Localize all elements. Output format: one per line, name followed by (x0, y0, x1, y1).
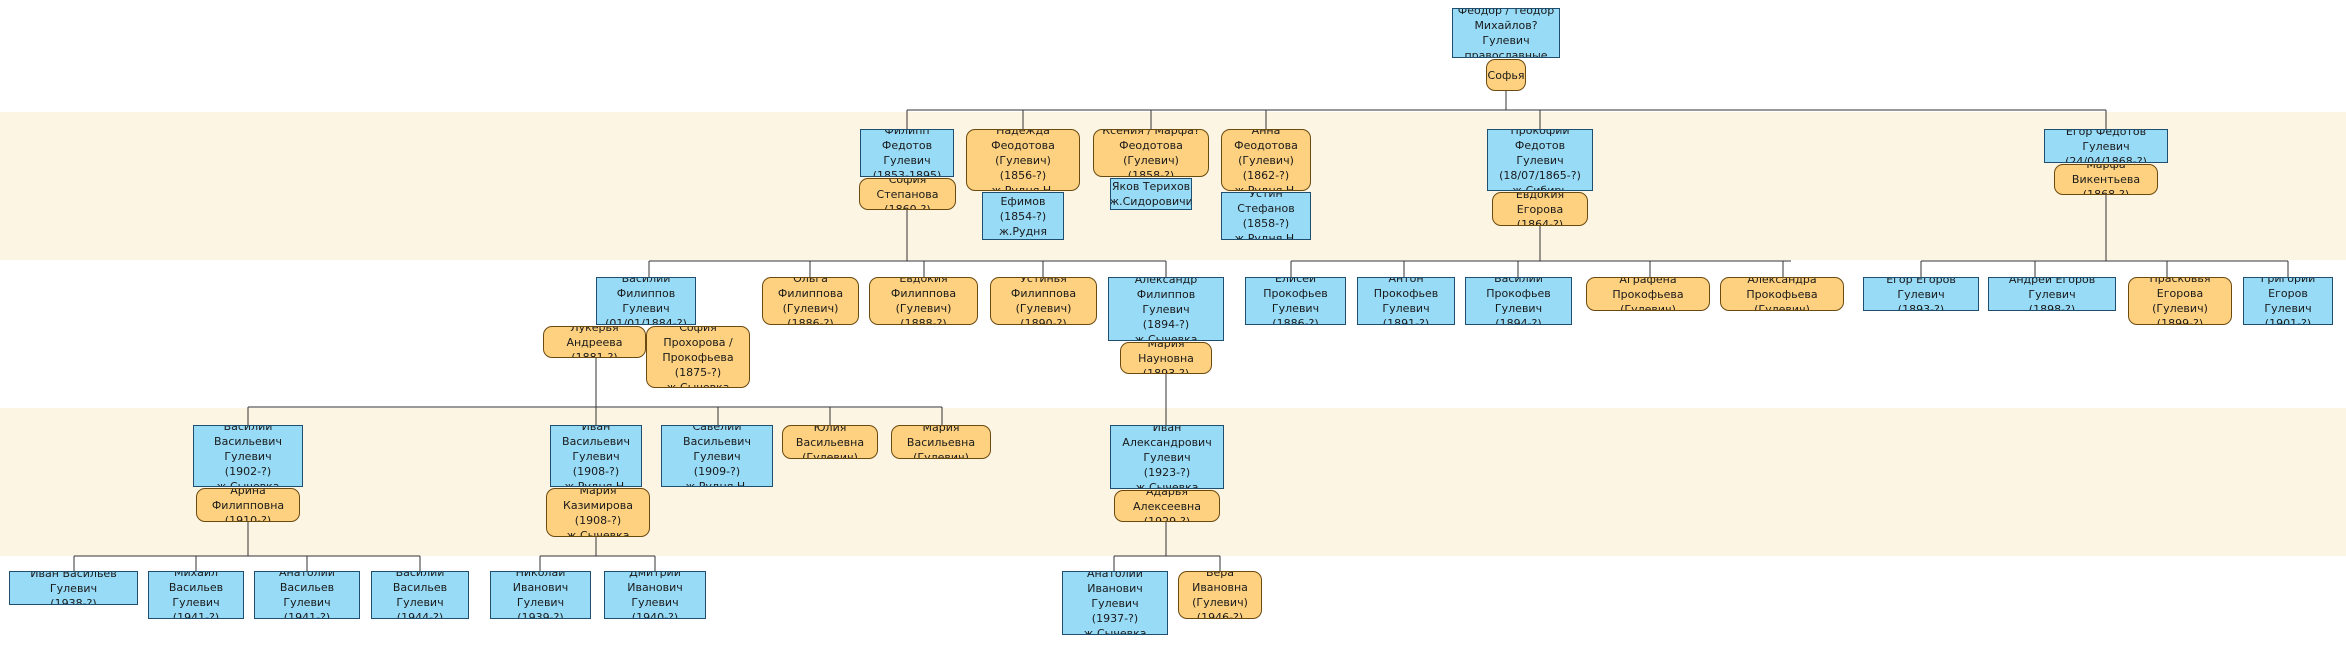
person-node-male[interactable]: Иван Васильев Гулевич (1938-?) (9, 571, 138, 605)
person-node-male[interactable]: Елисей Прокофьев Гулевич (1886-?) (1245, 277, 1346, 325)
spouse-node-male[interactable]: Яков Терихов ж.Сидоровичи (1110, 178, 1192, 210)
person-node-male[interactable]: Дмитрий Иванович Гулевич (1940-?) (604, 571, 706, 619)
person-node-male[interactable]: Николай Иванович Гулевич (1939-?) (490, 571, 591, 619)
person-node-female[interactable]: Юлия Васильевна (Гулевич) (782, 425, 878, 459)
person-node-male[interactable]: Савелий Васильевич Гулевич (1909-?) ж.Ру… (661, 425, 773, 487)
person-node-female[interactable]: Евдокия Филиппова (Гулевич) (1888-?) (869, 277, 978, 325)
person-node-male[interactable]: Филипп Федотов Гулевич (1853-1895) (860, 129, 954, 177)
person-node-female[interactable]: Мария Васильевна (Гулевич) (891, 425, 991, 459)
spouse-node-male[interactable]: Устин Стефанов (1858-?) ж.Рудня Н. (1221, 192, 1311, 240)
person-node-male[interactable]: Михаил Васильев Гулевич (1941-?) (148, 571, 244, 619)
spouse-node-male[interactable]: Иосиф Ефимов (1854-?) ж.Рудня Барт. (982, 192, 1064, 240)
spouse-node-female[interactable]: Мария Науновна (1893-?) (1120, 342, 1212, 374)
person-node-female[interactable]: Прасковья Егорова (Гулевич) (1899-?) (2128, 277, 2232, 325)
person-node-male[interactable]: Григорий Егоров Гулевич (1901-?) (2243, 277, 2333, 325)
person-node-female[interactable]: Анна Феодотова (Гулевич) (1862-?) ж.Рудн… (1221, 129, 1311, 191)
spouse-node-female[interactable]: София Прохорова / Прокофьева (1875-?) ж.… (646, 326, 750, 388)
person-node-female[interactable]: Ольга Филиппова (Гулевич) (1886-?) (762, 277, 859, 325)
person-node-female[interactable]: Надежда Феодотова (Гулевич) (1856-?) ж.Р… (966, 129, 1080, 191)
spouse-node-female[interactable]: Арина Филипповна (1910-?) (196, 488, 300, 522)
spouse-node-female[interactable]: София Степанова (1860-?) (859, 178, 956, 210)
spouse-node-female[interactable]: Марфа Викентьева (1868-?) (2054, 164, 2158, 195)
spouse-node-female[interactable]: Мария Казимирова (1908-?) ж.Сычевка (546, 488, 650, 537)
person-node-male[interactable]: Александр Филиппов Гулевич (1894-?) ж.Сы… (1108, 277, 1224, 341)
person-node-male[interactable]: Василий Васильев Гулевич (1944-?) (371, 571, 469, 619)
person-node-male[interactable]: Прокофий Федотов Гулевич (18/07/1865-?) … (1487, 129, 1593, 191)
person-node-male[interactable]: Егор Федотов Гулевич (24/04/1868-?) (2044, 129, 2168, 163)
person-node-female[interactable]: Вера Ивановна (Гулевич) (1946-?) (1178, 571, 1262, 619)
spouse-node-female[interactable]: Лукерья Андреева (1881-?) (543, 326, 646, 358)
person-node-female[interactable]: Аграфена Прокофьева (Гулевич) (1586, 277, 1710, 311)
person-node-male[interactable]: Анатолий Иванович Гулевич (1937-?) ж.Сыч… (1062, 571, 1168, 635)
person-node-male[interactable]: Василий Прокофьев Гулевич (1894-?) (1465, 277, 1572, 325)
spouse-node-female[interactable]: Адарья Алексеевна (1929-?) (1114, 490, 1220, 522)
person-node-female[interactable]: Устинья Филиппова (Гулевич) (1890-?) (990, 277, 1097, 325)
person-node-male[interactable]: Василий Васильевич Гулевич (1902-?) ж.Сы… (193, 425, 303, 487)
person-node-male[interactable]: Егор Егоров Гулевич (1893-?) (1863, 277, 1979, 311)
person-node-male[interactable]: Иван Васильевич Гулевич (1908-?) ж.Рудня… (550, 425, 642, 487)
person-node-male[interactable]: Василий Филиппов Гулевич (01/01/1884-?) (596, 277, 696, 325)
person-node-male[interactable]: Анатолий Васильев Гулевич (1941-?) (254, 571, 360, 619)
person-node-male[interactable]: Антон Прокофьев Гулевич (1891-?) (1357, 277, 1455, 325)
person-node-male[interactable]: Андрей Егоров Гулевич (1898-?) (1988, 277, 2116, 311)
spouse-node-female[interactable]: Евдокия Егорова (1864-?) (1492, 192, 1588, 226)
person-node-female[interactable]: Александра Прокофьева (Гулевич) (1720, 277, 1844, 311)
person-node-male[interactable]: Феодор / Теодор Михайлов? Гулевич правос… (1452, 8, 1560, 58)
person-node-male[interactable]: Иван Александрович Гулевич (1923-?) ж.Сы… (1110, 425, 1224, 489)
spouse-node-female[interactable]: Софья (1486, 59, 1526, 91)
person-node-female[interactable]: Ксения / Марфа? Феодотова (Гулевич) (185… (1093, 129, 1209, 177)
